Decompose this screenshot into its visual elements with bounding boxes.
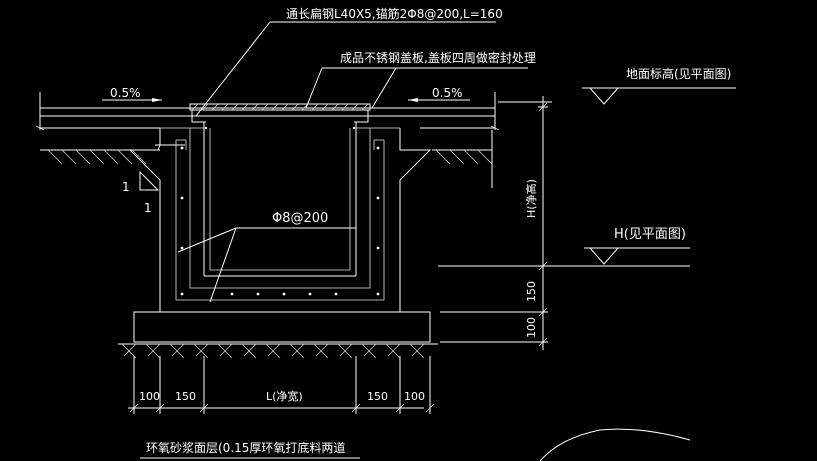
bottom-dimension-chain <box>128 356 435 414</box>
bottom-note: 环氧砂浆面层(0.15厚环氧打底料两道 <box>146 440 345 455</box>
slope-left-label: 0.5% <box>110 86 141 100</box>
slope-arrows: 0.5% 0.5% <box>102 86 470 102</box>
rebar-label: Φ8@200 <box>272 211 328 226</box>
h-level-marker <box>438 247 690 267</box>
dim-bottom-width: L(净宽) <box>266 389 303 403</box>
dim-bottom-150-left: 150 <box>175 390 196 403</box>
cover-steel-note: 通长扁钢L40X5,锚筋2Φ8@200,L=160 <box>286 6 503 21</box>
slope-ratio-horizontal: 1 <box>144 201 152 215</box>
dim-right-100: 100 <box>525 317 538 338</box>
slope-ratio-vertical: 1 <box>122 180 130 194</box>
rebar-leader <box>177 227 356 303</box>
dim-bottom-150-right: 150 <box>367 390 388 403</box>
h-level-label: H(见平面图) <box>614 227 686 242</box>
trench-body <box>128 122 432 313</box>
right-dimension-chain <box>440 96 548 350</box>
partial-arc <box>539 428 691 461</box>
depth-label: H(净高) <box>524 179 538 218</box>
slope-right-label: 0.5% <box>432 86 463 100</box>
ground-hatch-right <box>432 130 493 188</box>
dim-right-150: 150 <box>525 281 538 302</box>
ground-level-label: 地面标高(见平面图) <box>626 66 731 81</box>
pavement-slab <box>35 92 500 131</box>
slope-triangle-marker: 1 1 <box>122 170 160 215</box>
ground-hatch-left <box>40 144 185 165</box>
dim-bottom-100-left: 100 <box>139 390 160 403</box>
base-slab <box>118 311 438 359</box>
annotation-leaders <box>195 21 528 117</box>
ground-level-marker <box>498 87 736 105</box>
cover-plate-note: 成品不锈钢盖板,盖板四周做密封处理 <box>340 50 536 65</box>
dim-bottom-100-right: 100 <box>404 390 425 403</box>
